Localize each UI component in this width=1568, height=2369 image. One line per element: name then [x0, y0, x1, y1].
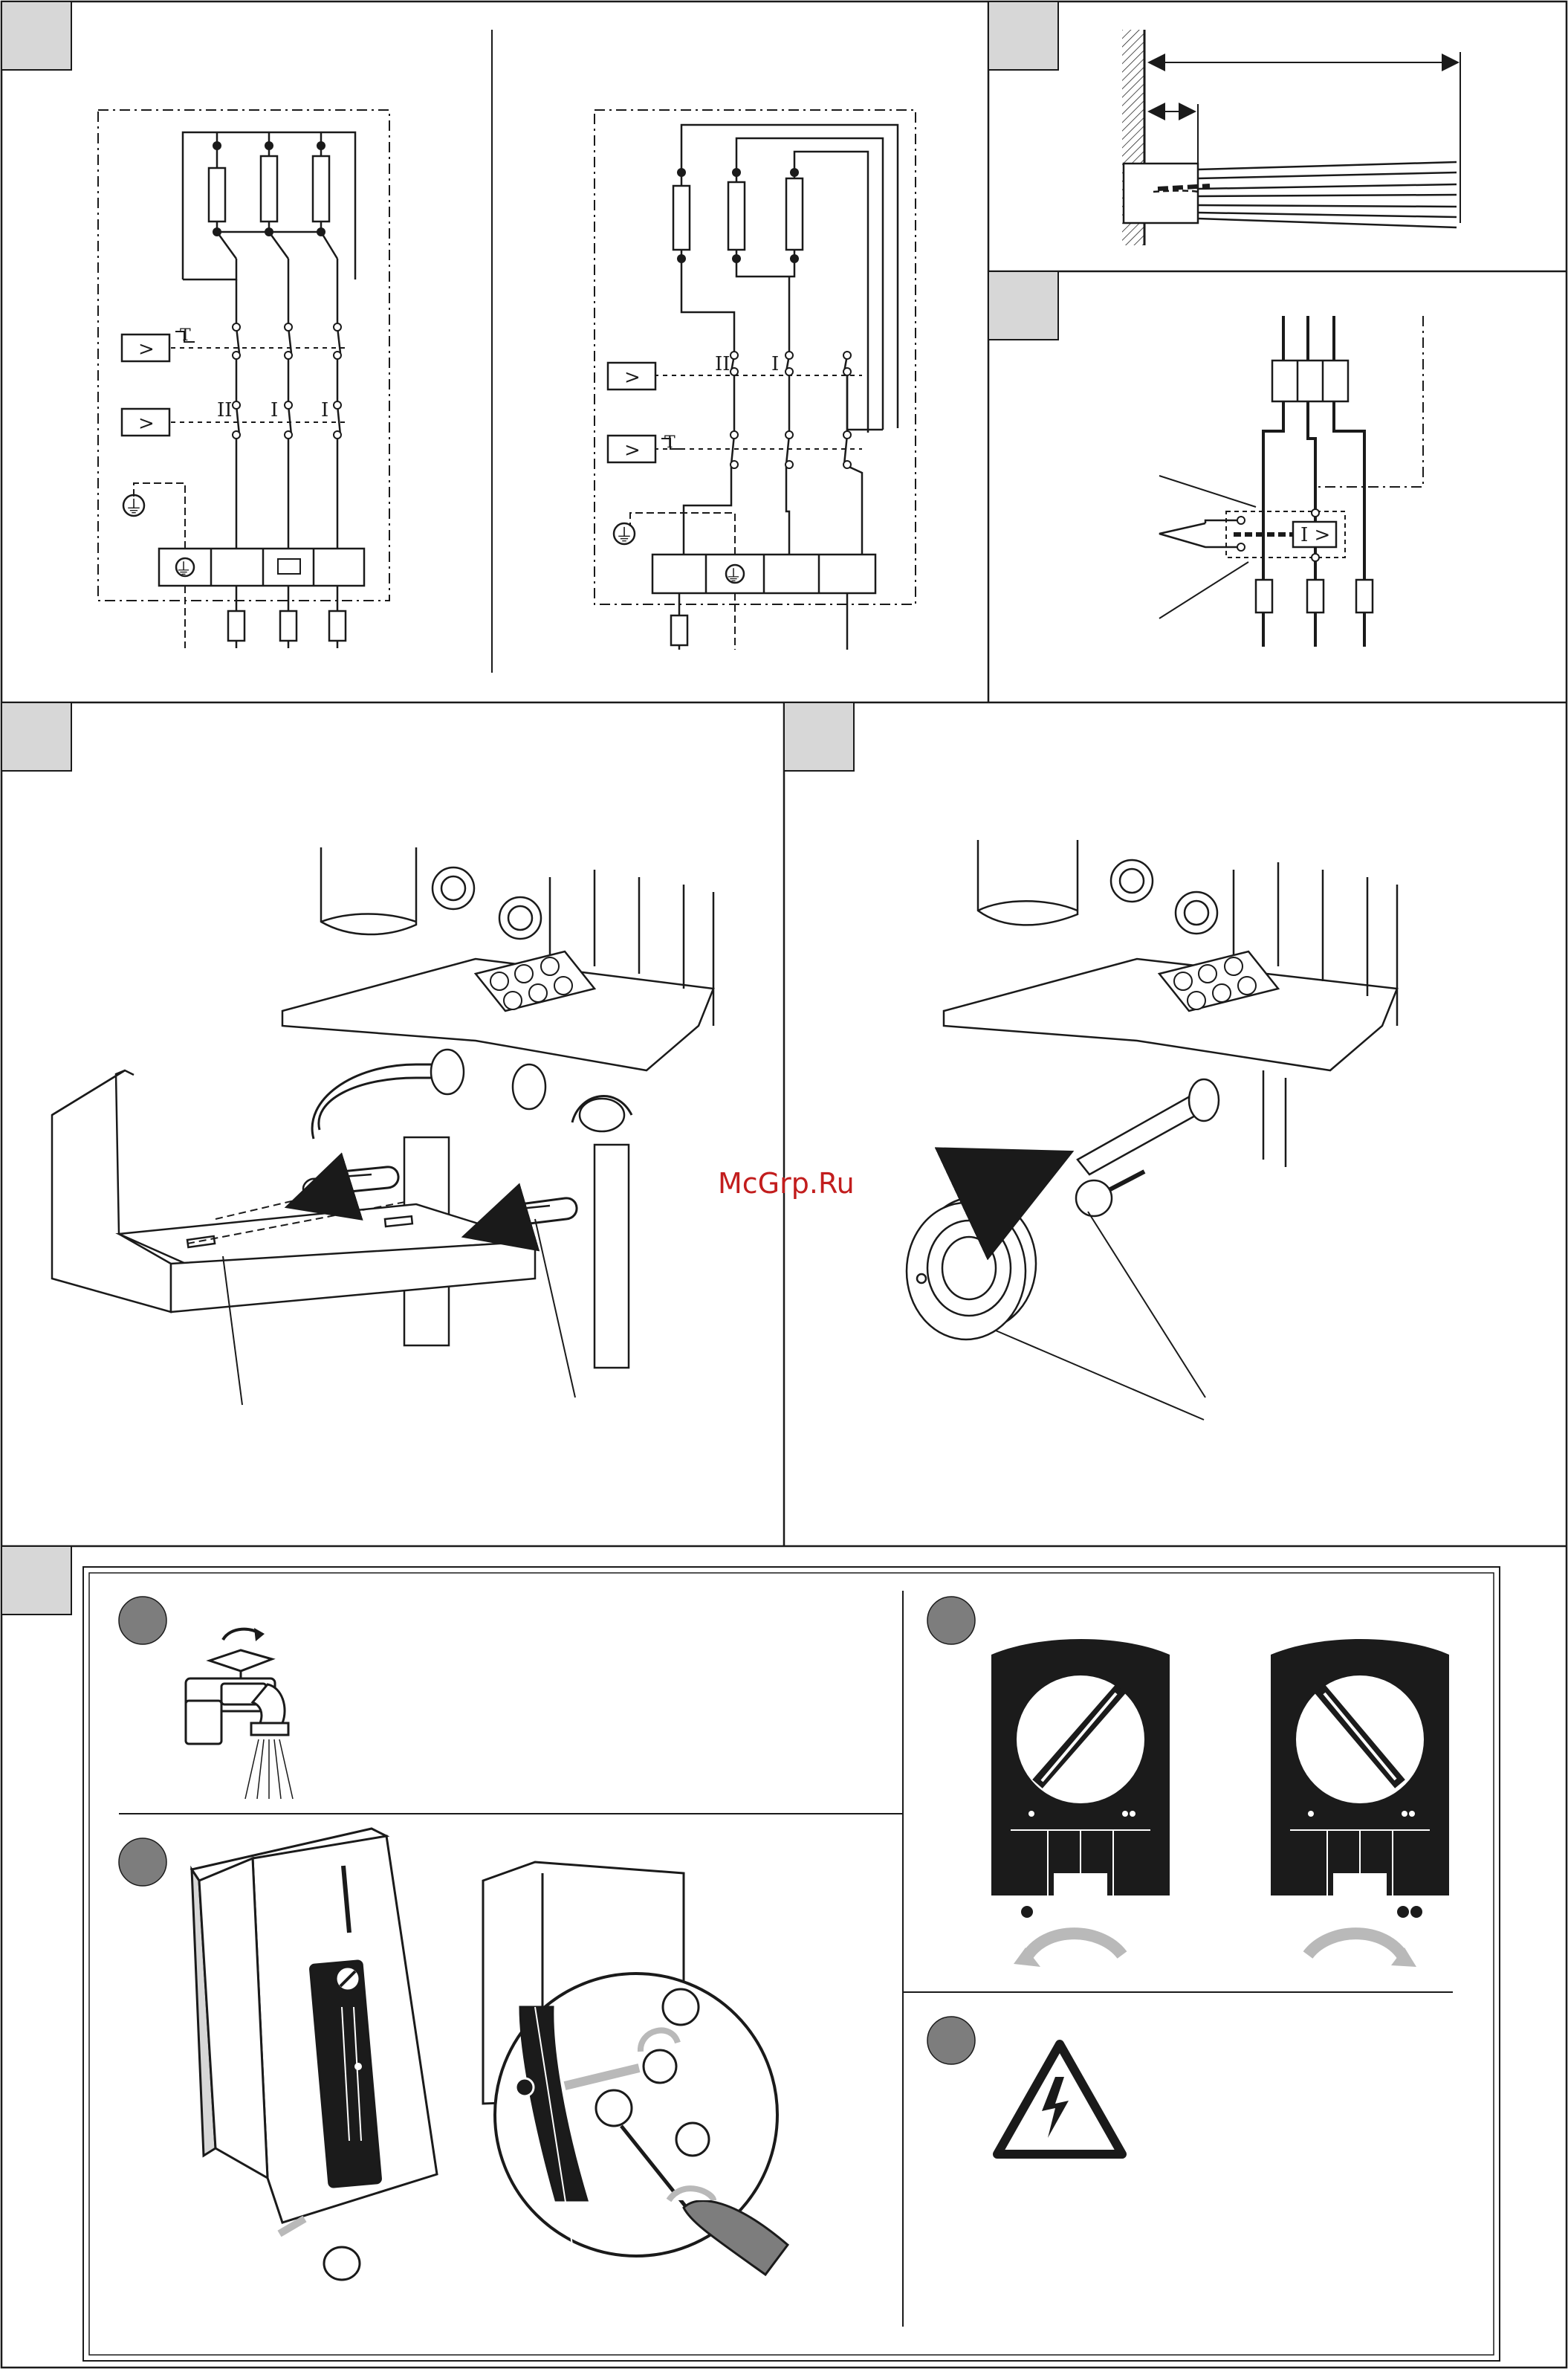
- fuse: [1356, 580, 1373, 613]
- screwdriver-detail: [483, 1862, 788, 2275]
- water-heater-front: [192, 1829, 437, 2280]
- panel-number-tabs: [1, 1, 1058, 1615]
- warning-high-voltage-icon: [997, 2044, 1122, 2154]
- panel-tab-4: [1, 702, 71, 771]
- stage-label: I: [321, 399, 328, 421]
- step-marker-1: [119, 1597, 166, 1644]
- panel-tab-6: [1, 1546, 71, 1615]
- pressure-symbol: >: [138, 338, 155, 361]
- schematic-right-labels: > > T II I ⏚ ⏚: [615, 353, 779, 586]
- ground-symbol: ⏚: [175, 560, 192, 579]
- heating-element: [261, 156, 277, 222]
- panel-tab-1: [1, 1, 71, 70]
- ground-symbol: ⏚: [725, 567, 742, 586]
- wiring-schematic-right: [595, 110, 916, 650]
- cable-sheath: [1124, 164, 1198, 223]
- stage-label: I: [270, 399, 278, 421]
- fuse: [671, 615, 687, 645]
- mounting-clip-diagram: [52, 847, 713, 1405]
- fuse: [280, 611, 297, 641]
- relay-label: I >: [1300, 524, 1330, 546]
- heating-element: [673, 186, 690, 250]
- pressure-symbol: >: [624, 439, 641, 462]
- u-clip: [505, 1198, 577, 1226]
- dial-setting-left: [991, 1639, 1170, 1967]
- wiring-schematic-left: [98, 110, 389, 648]
- pressure-symbol: >: [138, 413, 155, 435]
- schematic-left-labels: > > T II I I ⏚ ⏚: [125, 326, 328, 579]
- watermark: McGrp.Ru: [718, 1167, 855, 1200]
- rotate-arrow-icon: [1308, 1933, 1406, 1962]
- heating-element: [728, 182, 745, 250]
- dial-setting-right: [1271, 1639, 1449, 1967]
- step-marker-2: [119, 1838, 166, 1886]
- stage-label: I: [771, 353, 779, 375]
- fuse: [1307, 580, 1324, 613]
- fixing-screw: [1076, 1180, 1112, 1216]
- cable-strip-diagram: [1122, 30, 1460, 245]
- tap-icon: [186, 1628, 293, 1799]
- stage-label: II: [217, 399, 233, 421]
- step-marker-3: [927, 1597, 975, 1644]
- pressure-symbol: >: [624, 366, 641, 389]
- panel-tab-5: [784, 702, 854, 771]
- heating-element: [209, 168, 225, 222]
- adjustment-screw: [644, 2050, 676, 2083]
- fuse: [228, 611, 244, 641]
- ground-symbol: ⏚: [615, 525, 633, 546]
- panel-tab-3: [988, 271, 1058, 340]
- relay-connection-diagram: I >: [1159, 316, 1423, 647]
- heating-element: [786, 178, 803, 250]
- rotate-arrow-icon: [1024, 1933, 1122, 1962]
- knob-mounting-diagram: [907, 840, 1397, 1420]
- panel-tab-2: [988, 1, 1058, 70]
- heating-element: [313, 156, 329, 222]
- thermal-cutout-symbol: T: [664, 433, 676, 452]
- stage-label: II: [715, 353, 730, 375]
- u-clip: [312, 1167, 398, 1195]
- step-marker-4: [927, 2017, 975, 2064]
- fuse: [1256, 580, 1272, 613]
- fuse: [329, 611, 346, 641]
- ground-symbol: ⏚: [125, 497, 143, 517]
- thermal-cutout-symbol: T: [180, 326, 191, 345]
- mains-terminal: [1272, 361, 1348, 401]
